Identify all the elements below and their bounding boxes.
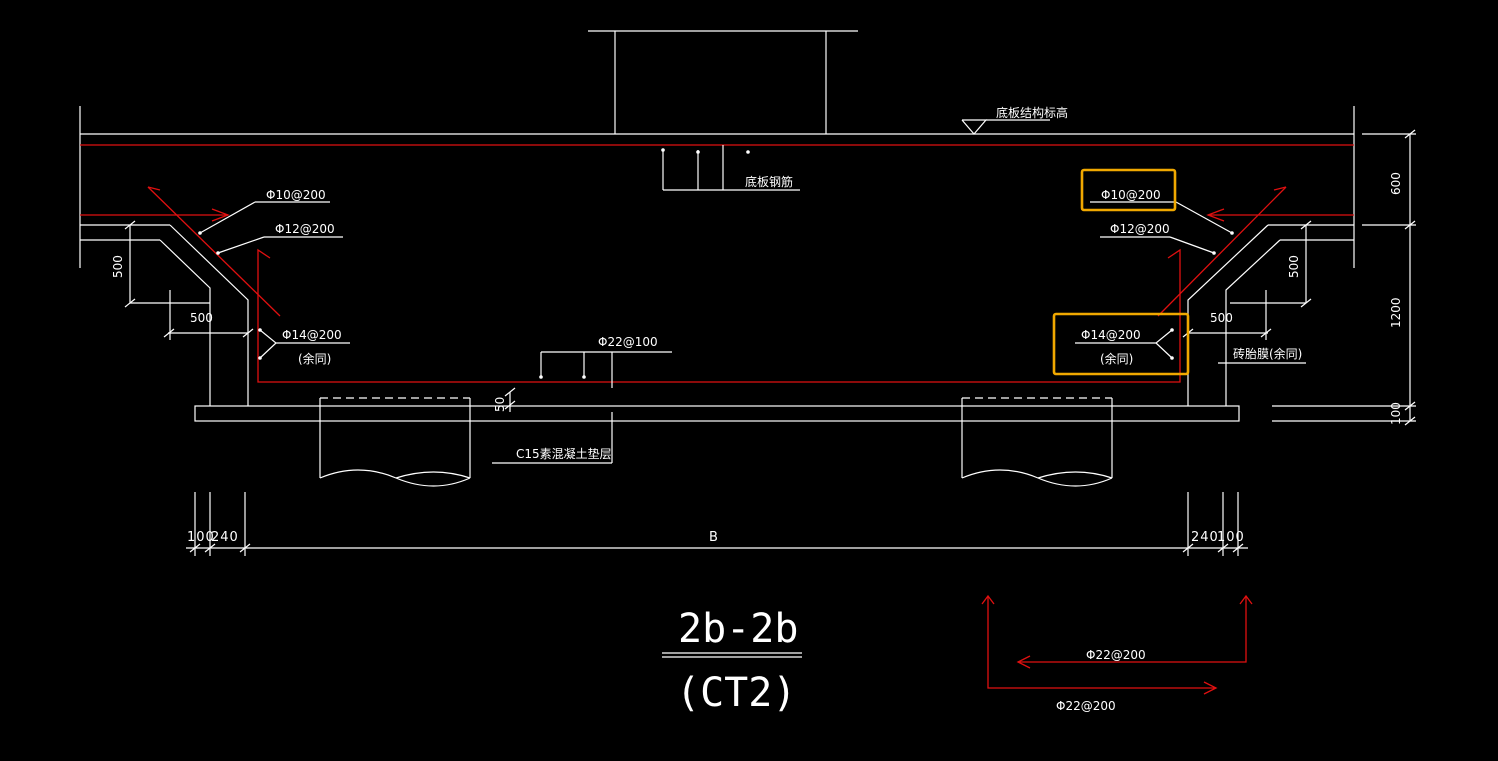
main-bar-leader: Φ22@100 xyxy=(539,335,672,388)
left-bar-1-label: Φ10@200 xyxy=(266,188,326,202)
right-dimensions: 500 500 600 1200 100 xyxy=(1182,129,1416,426)
rebar-lines xyxy=(80,144,1354,383)
pile-left xyxy=(319,397,471,487)
detail-bar-top-label: Φ22@200 xyxy=(1086,648,1146,662)
slab-elevation-label: 底板结构标高 xyxy=(996,105,1068,120)
pile-right xyxy=(961,397,1113,487)
right-100: 100 xyxy=(1389,402,1403,425)
right-bar-3-label: Φ14@200 xyxy=(1081,328,1141,342)
right-rebar-leaders: Φ10@200 Φ12@200 Φ14@200 (余同) 砖胎膜(余同) xyxy=(1075,188,1306,366)
right-horizontal-500: 500 xyxy=(1210,311,1233,325)
bottom-B: B xyxy=(709,530,719,545)
slab-rebar-leader: 底板钢筋 xyxy=(661,145,800,191)
cushion-label: C15素混凝土垫层 xyxy=(516,446,612,461)
bottom-left-240: 240 xyxy=(211,530,239,545)
section-sub: (CT2) xyxy=(676,670,796,716)
slab-rebar-label: 底板钢筋 xyxy=(745,174,793,189)
right-wall-note: 砖胎膜(余同) xyxy=(1233,346,1302,361)
left-dimensions: 500 500 xyxy=(111,220,254,340)
right-600: 600 xyxy=(1389,172,1403,195)
bottom-dimensions: 100 240 B 240 100 xyxy=(186,492,1248,556)
right-bar-2-label: Φ12@200 xyxy=(1110,222,1170,236)
bottom-right-240: 240 xyxy=(1191,530,1219,545)
bottom-left-100: 100 xyxy=(187,530,215,545)
left-bar-3-label: Φ14@200 xyxy=(282,328,342,342)
bottom-right-100: 100 xyxy=(1217,530,1245,545)
left-vertical-500: 500 xyxy=(111,255,125,278)
column-stub xyxy=(588,30,858,134)
highlight-box-bottom xyxy=(1052,312,1190,376)
elevation-marker: 底板结构标高 xyxy=(961,105,1068,135)
left-rebar-leaders: Φ10@200 Φ12@200 Φ14@200 (余同) xyxy=(198,188,350,366)
highlight-box-top xyxy=(1080,168,1177,212)
left-bar-2-label: Φ12@200 xyxy=(275,222,335,236)
rebar-detail: Φ22@200 Φ22@200 xyxy=(981,594,1253,713)
cushion-50: 50 xyxy=(493,397,507,412)
section-title: 2b-2b (CT2) xyxy=(662,606,802,716)
left-bar-3-note: (余同) xyxy=(298,351,331,366)
cushion-leader: C15素混凝土垫层 xyxy=(492,412,613,464)
right-bar-1-label: Φ10@200 xyxy=(1101,188,1161,202)
right-bar-3-note: (余同) xyxy=(1100,351,1133,366)
bottom-main-bar-label: Φ22@100 xyxy=(598,335,658,349)
cushion-dim: 50 xyxy=(493,387,516,412)
left-horizontal-500: 500 xyxy=(190,311,213,325)
detail-bar-bottom-label: Φ22@200 xyxy=(1056,699,1116,713)
right-vertical-500: 500 xyxy=(1287,255,1301,278)
right-1200: 1200 xyxy=(1389,297,1403,328)
section-name: 2b-2b xyxy=(678,606,798,652)
